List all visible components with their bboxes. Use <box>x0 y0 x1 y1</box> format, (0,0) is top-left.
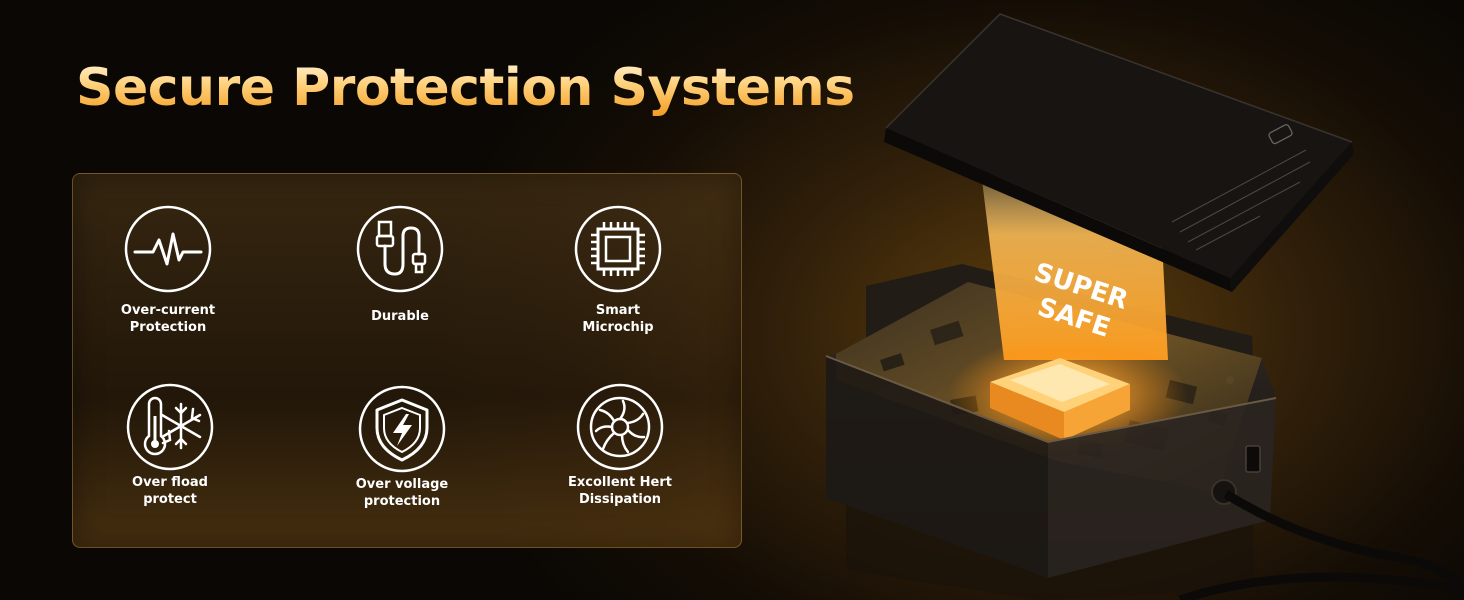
features-panel: Over-current Protection Durable Smart Mi… <box>72 173 742 548</box>
page-headline: Secure Protection Systems <box>76 58 855 118</box>
feature-label: Over fload protect <box>132 475 208 507</box>
thermometer-snowflake-icon <box>126 383 214 471</box>
feature-over-current: Over-current Protection <box>73 204 263 336</box>
usb-port <box>1245 445 1261 473</box>
usb-cable-icon <box>356 205 444 293</box>
feature-smart-microchip: Smart Microchip <box>523 204 713 336</box>
adapter-lid <box>884 13 1354 292</box>
feature-label: Excollent Hert Dissipation <box>568 475 672 507</box>
feature-heat-dissipation: Excollent Hert Dissipation <box>525 382 715 508</box>
microchip-icon <box>574 205 662 293</box>
feature-over-voltage: Over vollage protection <box>307 384 497 510</box>
feature-label: Durable <box>371 309 429 324</box>
power-cable <box>1223 490 1464 600</box>
feature-label: Over vollage protection <box>355 477 449 509</box>
feature-label: Over-current Protection <box>120 303 216 335</box>
pulse-wave-icon <box>124 205 212 293</box>
fan-icon <box>576 383 664 471</box>
shield-lightning-icon <box>358 385 446 473</box>
feature-durable: Durable <box>305 204 495 325</box>
feature-over-load: Over fload protect <box>75 382 265 508</box>
feature-label: Smart Microchip <box>582 303 654 335</box>
